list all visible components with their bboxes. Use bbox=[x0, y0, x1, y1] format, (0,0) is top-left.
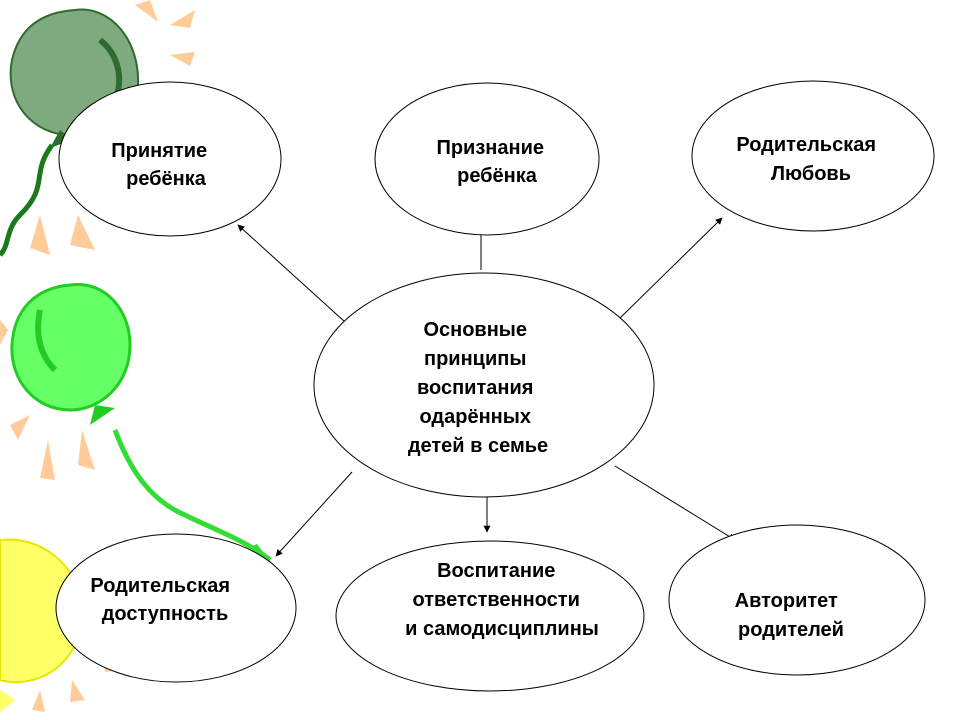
node-recognition-line-2: ребёнка bbox=[457, 165, 538, 187]
node-authority: Авторитет родителей bbox=[668, 524, 926, 676]
node-availability: Родительская доступность bbox=[55, 533, 297, 683]
center-line-4: одарённых bbox=[419, 406, 530, 428]
node-authority-line-1: Авторитет bbox=[735, 590, 838, 612]
node-responsibility: Воспитание ответственности и самодисципл… bbox=[335, 540, 645, 692]
arrow-to-authority bbox=[614, 465, 736, 541]
node-acceptance-line-2: ребёнка bbox=[126, 168, 207, 190]
svg-text:Авторитет родителей: Авторитет родителей bbox=[735, 590, 844, 641]
svg-text:Основные принципы: Основные принципы воспитания одарённых д… bbox=[408, 319, 548, 457]
center-line-5: детей в семье bbox=[408, 435, 548, 457]
node-availability-line-2: доступность bbox=[102, 603, 229, 625]
node-love: Родительская Любовь bbox=[691, 80, 935, 232]
center-line-2: принципы bbox=[424, 348, 526, 370]
node-authority-line-2: родителей bbox=[738, 619, 844, 641]
arrow-to-availability bbox=[275, 471, 353, 557]
svg-text:Принятие ребёнка: Принятие ребёнка bbox=[111, 140, 212, 190]
node-recognition: Признание ребёнка bbox=[374, 82, 600, 236]
node-responsibility-line-3: и самодисциплины bbox=[405, 618, 599, 640]
node-responsibility-line-1: Воспитание bbox=[437, 560, 555, 582]
node-center: Основные принципы воспитания одарённых д… bbox=[313, 272, 655, 498]
node-love-line-2: Любовь bbox=[771, 163, 851, 185]
center-line-3: воспитания bbox=[417, 377, 533, 399]
node-acceptance-line-1: Принятие bbox=[111, 140, 207, 162]
node-acceptance: Принятие ребёнка bbox=[58, 81, 282, 237]
node-love-line-1: Родительская bbox=[736, 134, 876, 156]
node-responsibility-line-2: ответственности bbox=[413, 589, 580, 611]
arrow-to-acceptance bbox=[237, 224, 346, 323]
node-recognition-line-1: Признание bbox=[436, 137, 544, 159]
center-line-1: Основные bbox=[423, 319, 527, 341]
node-availability-line-1: Родительская bbox=[90, 575, 230, 597]
svg-text:Признание ребёнка: Признание ребёнка bbox=[436, 137, 549, 187]
arrow-to-love bbox=[617, 217, 723, 321]
svg-text:Воспитание ответственнос: Воспитание ответственности и самодисципл… bbox=[405, 560, 599, 640]
svg-text:Родительская доступность: Родительская доступность bbox=[90, 575, 235, 625]
svg-text:Родительская Любовь: Родительская Любовь bbox=[736, 134, 881, 185]
